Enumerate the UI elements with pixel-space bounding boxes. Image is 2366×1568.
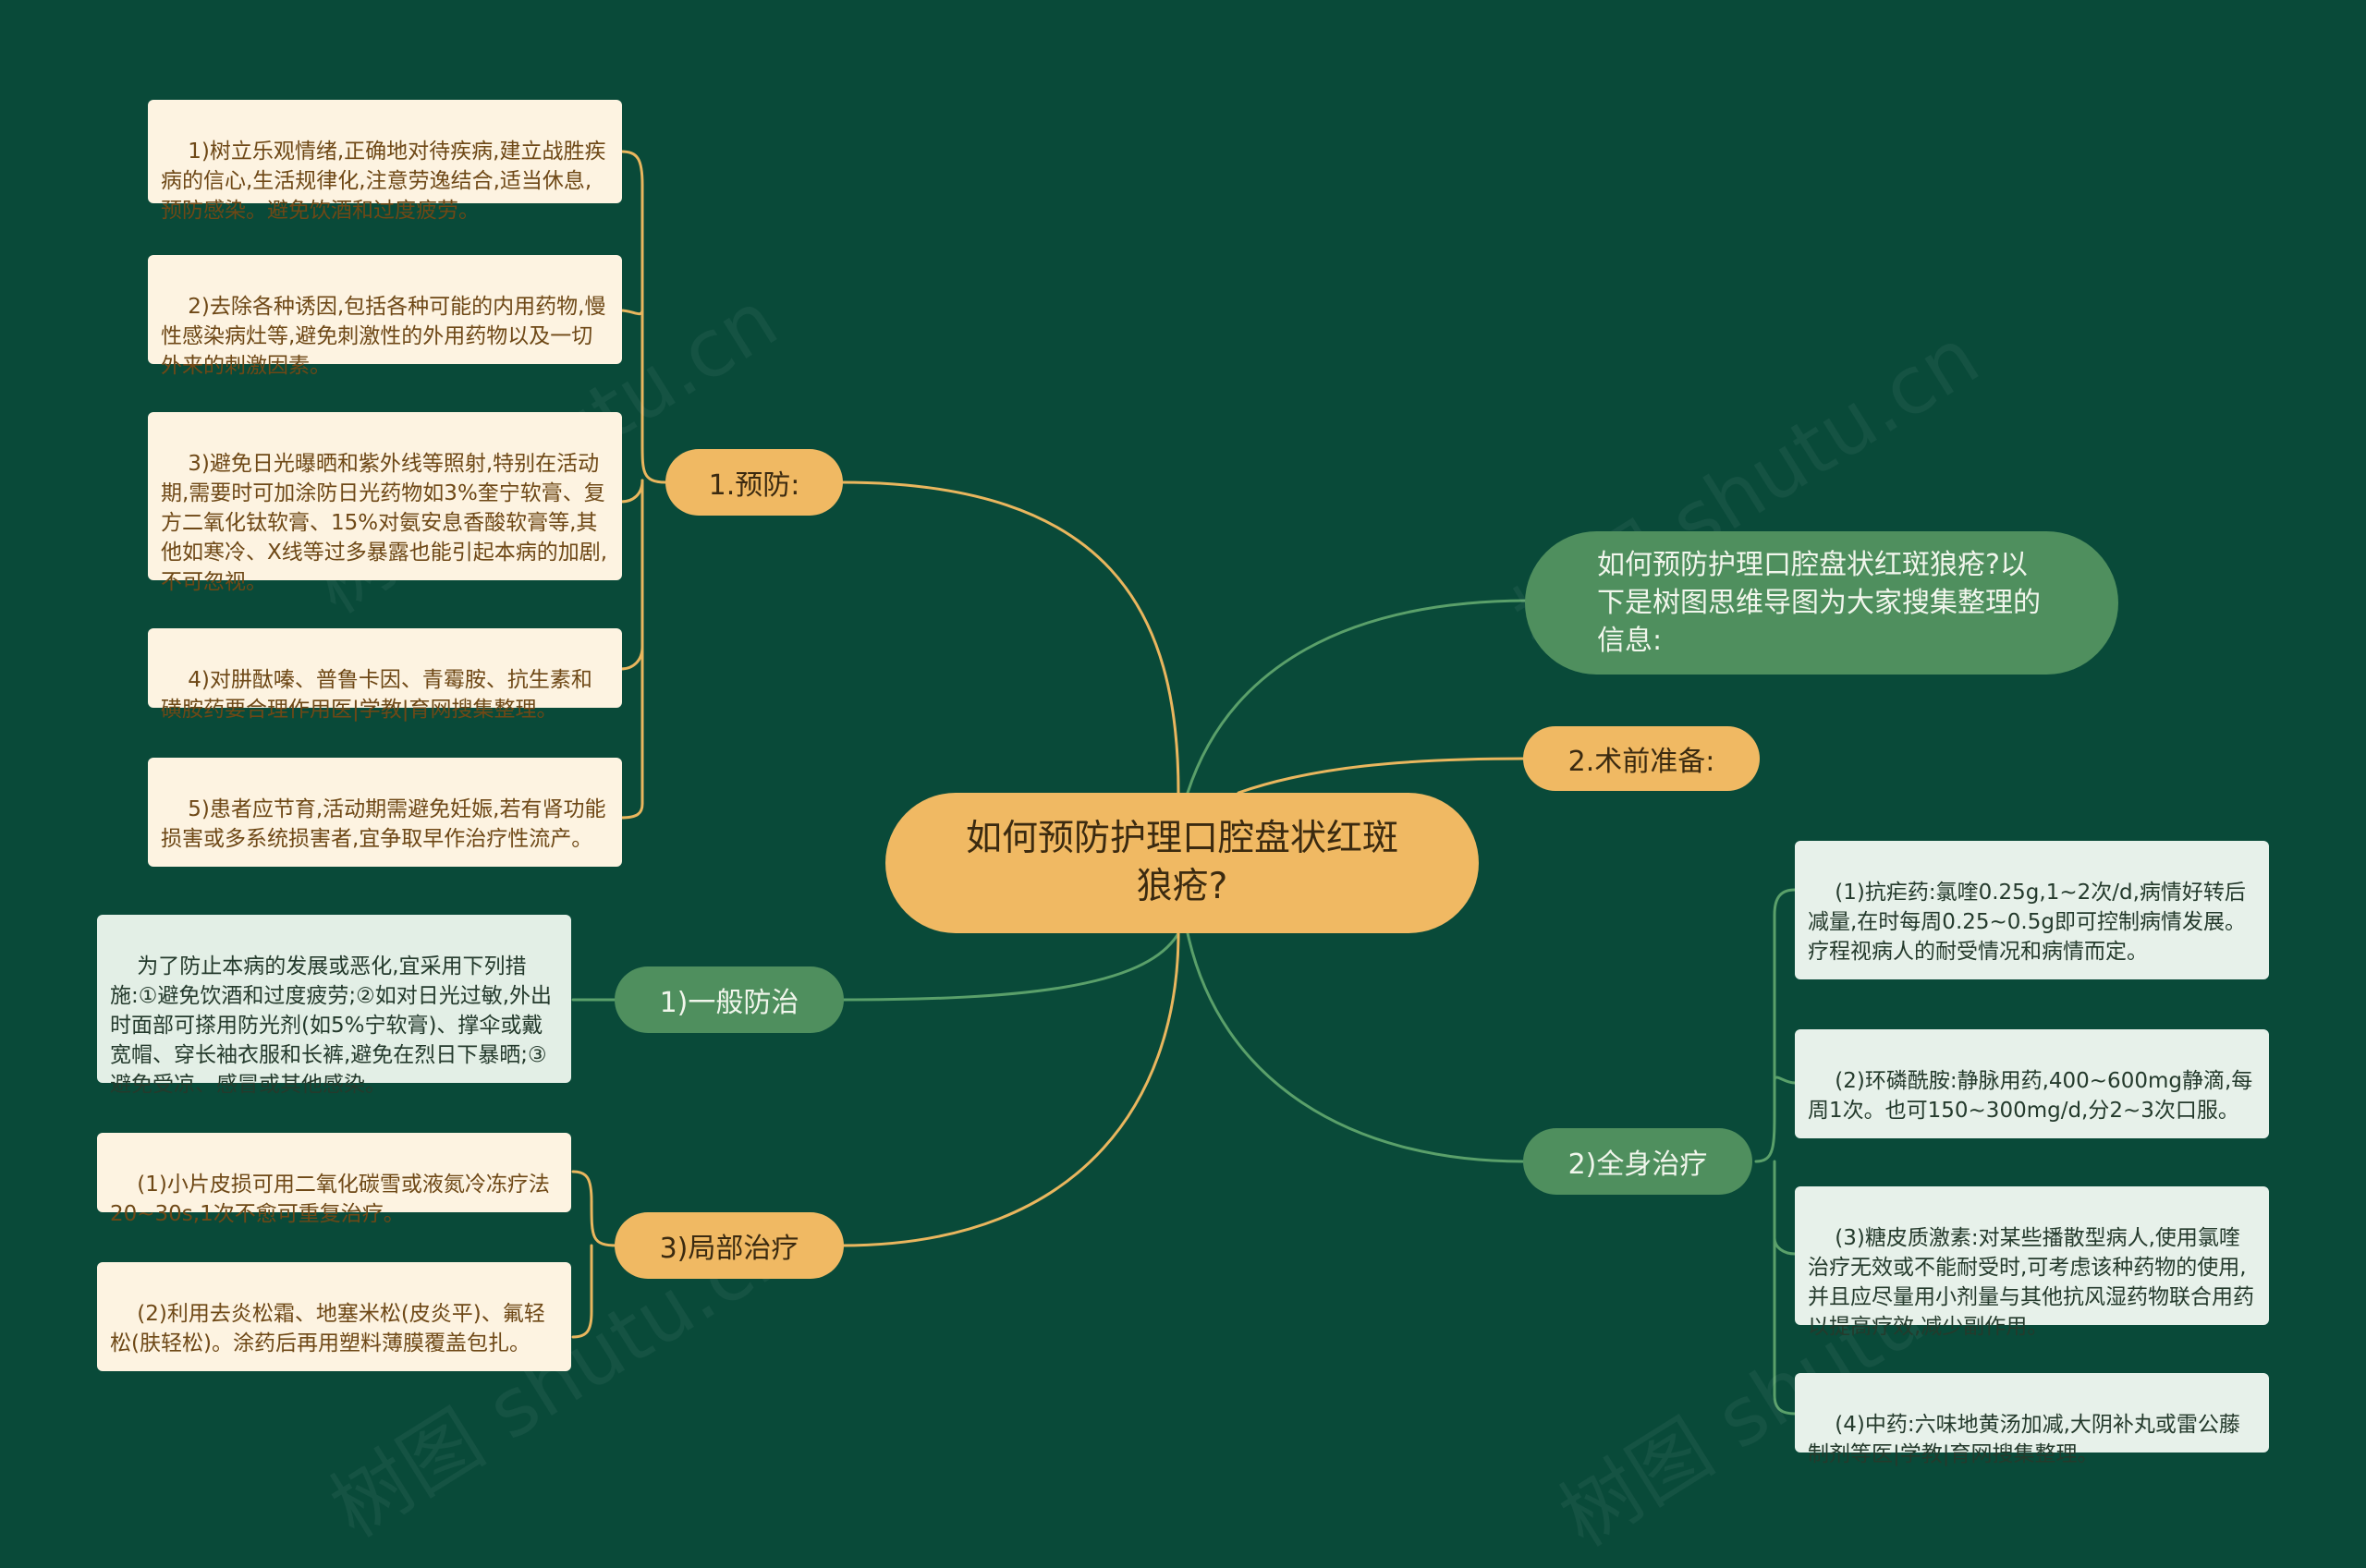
prevention-item[interactable]: 5)患者应节育,活动期需避免妊娠,若有肾功能损害或多系统损害者,宜争取早作治疗性…	[148, 758, 622, 867]
branch-local-label: 3)局部治疗	[659, 1233, 799, 1265]
intro-topic[interactable]: 如何预防护理口腔盘状红斑狼疮?以下是树图思维导图为大家搜集整理的信息:	[1525, 531, 2118, 675]
general-item-text: 为了防止本病的发展或恶化,宜采用下列措施:①避免饮酒和过度疲劳;②如对日光过敏,…	[110, 954, 553, 1097]
systemic-item-text: (1)抗疟药:氯喹0.25g,1~2次/d,病情好转后减量,在时每周0.25~0…	[1808, 881, 2246, 964]
systemic-item-text: (3)糖皮质激素:对某些播散型病人,使用氯喹治疗无效或不能耐受时,可考虑该种药物…	[1808, 1226, 2254, 1339]
link-root-intro	[1186, 599, 1531, 795]
branch-preop[interactable]: 2.术前准备:	[1523, 726, 1760, 791]
link-local-bracket	[571, 1170, 619, 1339]
root-topic-text: 如何预防护理口腔盘状红斑狼疮?	[965, 818, 1398, 907]
link-root-local	[839, 931, 1180, 1247]
branch-preop-label: 2.术前准备:	[1567, 746, 1715, 778]
local-item-text: (1)小片皮损可用二氧化碳雪或液氮冷冻疗法20~30s,1次不愈可重复治疗。	[110, 1173, 550, 1226]
prevention-item[interactable]: 4)对肼酞嗪、普鲁卡因、青霉胺、抗生素和磺胺药要合理作用医|学教|育网搜集整理。	[148, 628, 622, 722]
branch-prevention-label: 1.预防:	[708, 469, 800, 502]
branch-systemic[interactable]: 2)全身治疗	[1523, 1128, 1752, 1195]
branch-general[interactable]: 1)一般防治	[615, 966, 844, 1033]
local-item-text: (2)利用去炎松霜、地塞米松(皮炎平)、氟轻松(肤轻松)。涂药后再用塑料薄膜覆盖…	[110, 1302, 545, 1355]
prevention-item-text: 5)患者应节育,活动期需避免妊娠,若有肾功能损害或多系统损害者,宜争取早作治疗性…	[161, 797, 606, 851]
systemic-item[interactable]: (3)糖皮质激素:对某些播散型病人,使用氯喹治疗无效或不能耐受时,可考虑该种药物…	[1795, 1186, 2269, 1339]
local-item[interactable]: (1)小片皮损可用二氧化碳雪或液氮冷冻疗法20~30s,1次不愈可重复治疗。	[97, 1133, 571, 1226]
prevention-item-text: 3)避免日光曝晒和紫外线等照射,特别在活动期,需要时可加涂防日光药物如3%奎宁软…	[161, 452, 608, 594]
general-item[interactable]: 为了防止本病的发展或恶化,宜采用下列措施:①避免饮酒和过度疲劳;②如对日光过敏,…	[97, 915, 571, 1097]
systemic-item[interactable]: (4)中药:六味地黄汤加减,大阴补丸或雷公藤制剂等医|学教|育网搜集整理。	[1795, 1373, 2269, 1466]
systemic-item-text: (2)环磷酰胺:静脉用药,400~600mg静滴,每周1次。也可150~300m…	[1808, 1069, 2253, 1123]
prevention-item-text: 2)去除各种诱因,包括各种可能的内用药物,慢性感染病灶等,避免刺激性的外用药物以…	[161, 295, 606, 378]
local-item[interactable]: (2)利用去炎松霜、地塞米松(皮炎平)、氟轻松(肤轻松)。涂药后再用塑料薄膜覆盖…	[97, 1262, 571, 1371]
systemic-item[interactable]: (2)环磷酰胺:静脉用药,400~600mg静滴,每周1次。也可150~300m…	[1795, 1029, 2269, 1138]
systemic-item[interactable]: (1)抗疟药:氯喹0.25g,1~2次/d,病情好转后减量,在时每周0.25~0…	[1795, 841, 2269, 979]
branch-general-label: 1)一般防治	[659, 987, 799, 1019]
link-root-general	[839, 931, 1180, 1002]
prevention-item-text: 1)树立乐观情绪,正确地对待疾病,建立战胜疾病的信心,生活规律化,注意劳逸结合,…	[161, 140, 606, 223]
systemic-item-text: (4)中药:六味地黄汤加减,大阴补丸或雷公藤制剂等医|学教|育网搜集整理。	[1808, 1413, 2240, 1466]
prevention-item-text: 4)对肼酞嗪、普鲁卡因、青霉胺、抗生素和磺胺药要合理作用医|学教|育网搜集整理。	[161, 668, 592, 722]
branch-prevention[interactable]: 1.预防:	[665, 449, 843, 516]
link-root-systemic	[1186, 931, 1525, 1163]
branch-local[interactable]: 3)局部治疗	[615, 1212, 844, 1279]
prevention-item[interactable]: 1)树立乐观情绪,正确地对待疾病,建立战胜疾病的信心,生活规律化,注意劳逸结合,…	[148, 100, 622, 223]
link-systemic-bracket	[1754, 888, 1797, 1416]
link-root-preop	[1237, 757, 1527, 795]
branch-systemic-label: 2)全身治疗	[1567, 1149, 1708, 1181]
root-topic[interactable]: 如何预防护理口腔盘状红斑狼疮?	[885, 793, 1479, 933]
prevention-item[interactable]: 2)去除各种诱因,包括各种可能的内用药物,慢性感染病灶等,避免刺激性的外用药物以…	[148, 255, 622, 378]
prevention-item[interactable]: 3)避免日光曝晒和紫外线等照射,特别在活动期,需要时可加涂防日光药物如3%奎宁软…	[148, 412, 622, 594]
link-prevention-bracket	[619, 150, 667, 820]
link-root-prevention	[839, 480, 1180, 795]
intro-topic-text: 如何预防护理口腔盘状红斑狼疮?以下是树图思维导图为大家搜集整理的信息:	[1597, 549, 2041, 657]
